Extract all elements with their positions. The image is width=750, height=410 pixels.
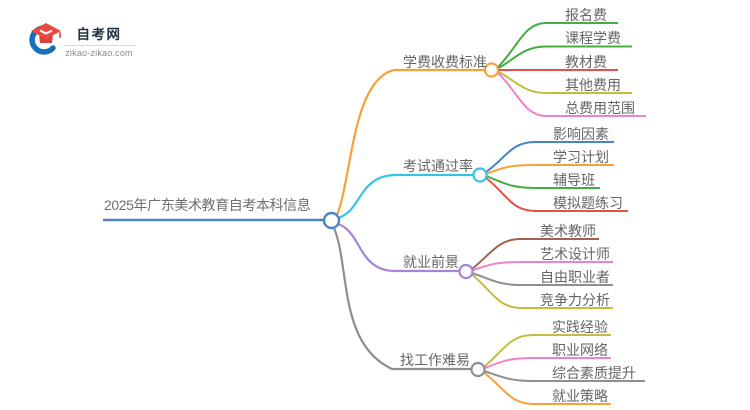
edge-root-to-job-prospects bbox=[337, 222, 459, 273]
edge-tuition-registration-fee bbox=[497, 22, 618, 68]
child-label-tutoring-class[interactable]: 辅导班 bbox=[553, 172, 595, 188]
child-label-competitiveness-analysis[interactable]: 竞争力分析 bbox=[540, 292, 610, 308]
child-label-textbook-fee[interactable]: 教材费 bbox=[565, 54, 607, 70]
edge-prospects-freelancer bbox=[471, 272, 613, 286]
root-node-handle[interactable] bbox=[322, 211, 341, 230]
edge-prospects-competitiveness bbox=[471, 273, 613, 309]
edge-difficulty-employment-strategy bbox=[483, 371, 611, 405]
site-name: 自考网 bbox=[76, 27, 122, 42]
child-label-art-designer[interactable]: 艺术设计师 bbox=[540, 246, 610, 262]
site-logo: 自考网 zikao-zikao.com bbox=[27, 20, 167, 64]
edge-prospects-art-teacher bbox=[471, 238, 599, 270]
child-label-art-teacher[interactable]: 美术教师 bbox=[540, 223, 596, 239]
edge-prospects-art-designer bbox=[471, 261, 613, 272]
child-label-practical-experience[interactable]: 实践经验 bbox=[552, 319, 608, 335]
edge-difficulty-practical-experience bbox=[483, 334, 611, 368]
child-label-registration-fee[interactable]: 报名费 bbox=[565, 7, 607, 23]
root-node-label[interactable]: 2025年广东美术教育自考本科信息 bbox=[104, 197, 311, 213]
child-label-total-fee-range[interactable]: 总费用范围 bbox=[565, 100, 635, 116]
edge-pass-rate-influencing-factors bbox=[485, 141, 614, 173]
child-label-mock-exercises[interactable]: 模拟题练习 bbox=[553, 195, 623, 211]
branch-label-pass-rate[interactable]: 考试通过率 bbox=[403, 158, 473, 174]
node-handle-pass-rate[interactable] bbox=[472, 167, 488, 183]
child-label-study-plan[interactable]: 学习计划 bbox=[553, 149, 609, 165]
edge-difficulty-professional-network bbox=[483, 357, 611, 370]
branch-label-job-prospects[interactable]: 就业前景 bbox=[403, 254, 459, 270]
child-label-overall-quality-improvement[interactable]: 综合素质提升 bbox=[552, 365, 636, 381]
edge-pass-rate-tutoring-class bbox=[485, 175, 600, 189]
node-handle-tuition[interactable] bbox=[483, 62, 500, 78]
edge-difficulty-quality-improvement bbox=[483, 370, 645, 382]
edge-pass-rate-mock-exercises bbox=[485, 177, 628, 212]
edge-tuition-other-fees bbox=[497, 70, 632, 94]
edge-pass-rate-study-plan bbox=[485, 164, 614, 175]
node-handle-job-prospects[interactable] bbox=[458, 263, 474, 280]
child-label-influencing-factors[interactable]: 影响因素 bbox=[553, 126, 609, 142]
edge-tuition-total-fee-range bbox=[497, 72, 646, 117]
edge-tuition-course-tuition bbox=[497, 45, 632, 70]
edge-root-to-tuition bbox=[335, 68, 485, 216]
edge-root-to-job-difficulty bbox=[332, 227, 471, 371]
node-handle-job-difficulty[interactable] bbox=[470, 361, 486, 378]
child-label-freelancer[interactable]: 自由职业者 bbox=[540, 269, 610, 285]
edge-root-to-pass-rate bbox=[337, 173, 473, 220]
child-label-employment-strategy[interactable]: 就业策略 bbox=[552, 388, 608, 404]
child-label-course-tuition[interactable]: 课程学费 bbox=[565, 30, 621, 46]
child-label-other-fees[interactable]: 其他费用 bbox=[565, 77, 621, 93]
branch-label-job-difficulty[interactable]: 找工作难易 bbox=[400, 352, 470, 368]
site-url: zikao-zikao.com bbox=[63, 45, 135, 58]
child-label-professional-network[interactable]: 职业网络 bbox=[552, 342, 608, 358]
graduation-cap-icon bbox=[29, 23, 61, 55]
branch-label-tuition-fees[interactable]: 学费收费标准 bbox=[403, 54, 487, 70]
